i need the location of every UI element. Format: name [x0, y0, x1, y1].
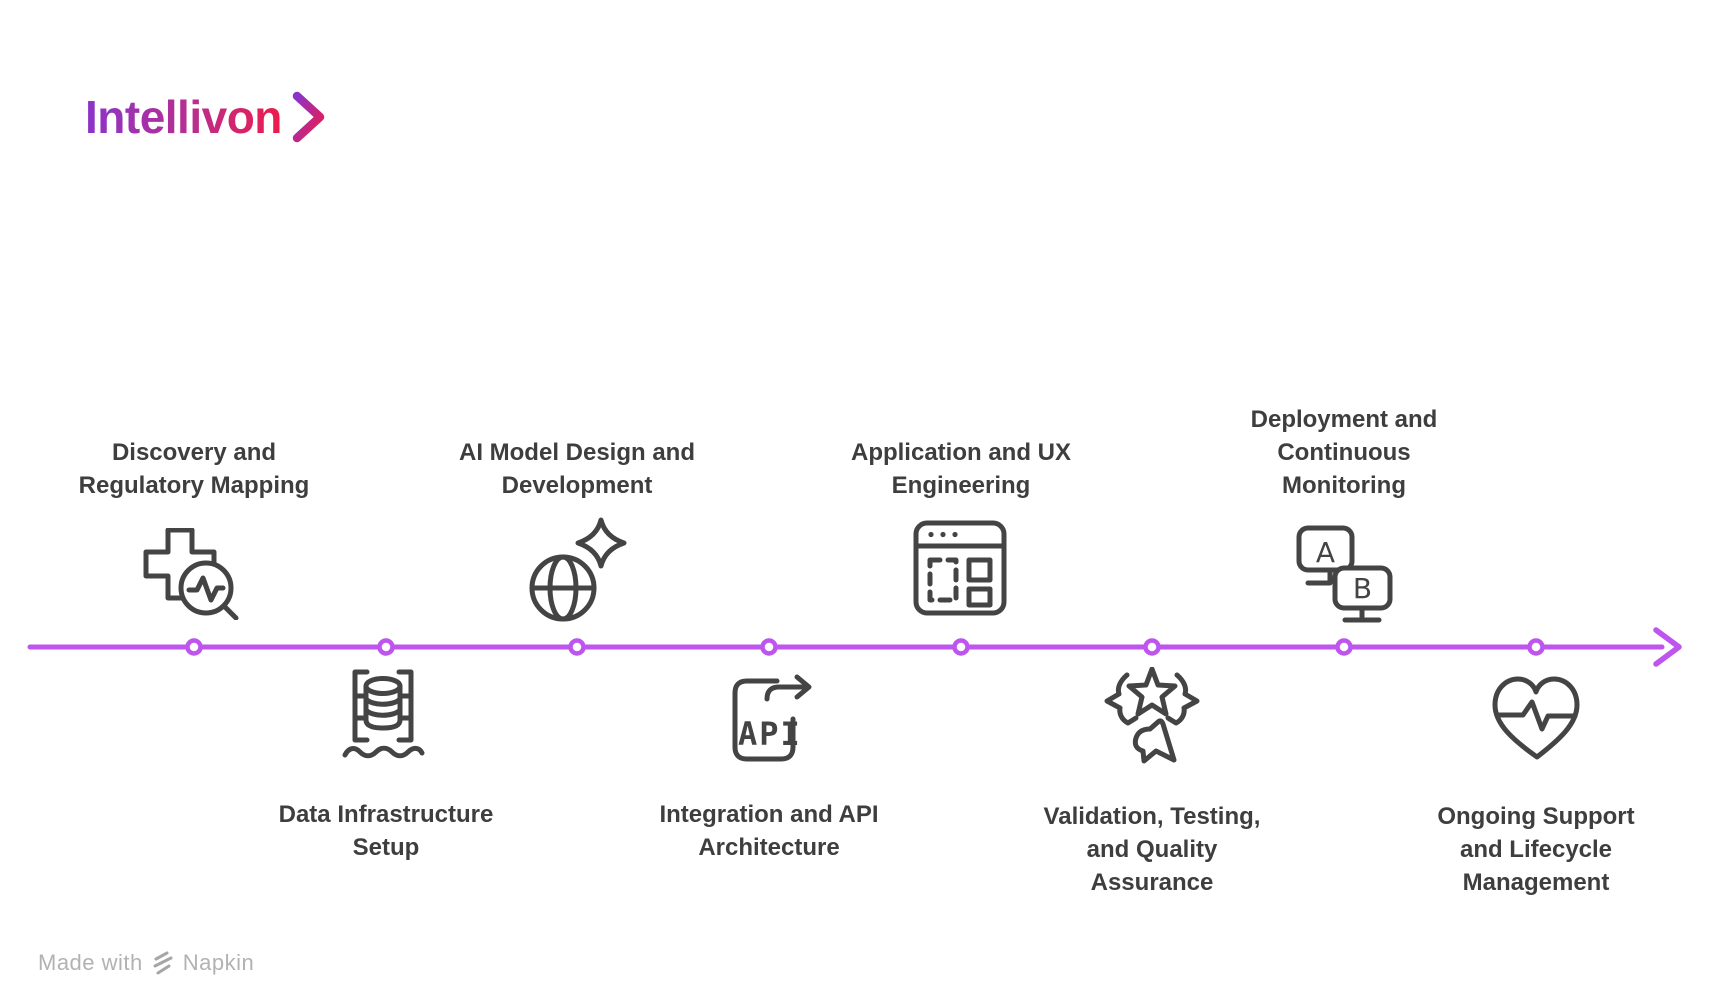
milestone-label-validation: Validation, Testing, and Quality Assuran…: [1043, 803, 1261, 896]
milestone-label-discovery: Discovery and Regulatory Mapping: [78, 439, 310, 499]
timeline-node: [568, 638, 586, 656]
made-with-napkin-footer: Made with Napkin: [38, 950, 254, 976]
footer-brand-text: Napkin: [182, 950, 255, 975]
napkin-logo-icon: [153, 951, 173, 975]
brand-logo: Intellivon: [85, 90, 326, 144]
milestone-label-application: Application and UX Engineering: [850, 439, 1071, 499]
milestone-label-ongoing-support: Ongoing Support and Lifecycle Management: [1437, 803, 1635, 896]
browser-window-icon: [913, 520, 1007, 616]
heart-pulse-icon: [1492, 676, 1580, 760]
footer-made-with-text: Made with: [38, 950, 143, 975]
medical-cross-search-icon: [143, 528, 239, 620]
milestone-label-deployment: Deployment and Continuous Monitoring: [1250, 406, 1438, 499]
ab-icon-letter-b: B: [1353, 572, 1372, 605]
timeline-node: [377, 638, 395, 656]
globe-sparkle-icon: [529, 517, 627, 622]
stars-feedback-icon: [1104, 667, 1200, 764]
milestone-label-data-infrastructure: Data Infrastructure Setup: [278, 801, 494, 861]
database-infrastructure-icon: [342, 669, 425, 759]
chevron-right-icon: [292, 91, 325, 143]
timeline-node: [1527, 638, 1545, 656]
api-icon-label: API: [738, 715, 802, 753]
timeline-node: [760, 638, 778, 656]
timeline: [27, 627, 1682, 667]
timeline-arrowhead-icon: [1653, 627, 1682, 667]
timeline-node: [1335, 638, 1353, 656]
timeline-node: [1143, 638, 1161, 656]
milestone-label-integration: Integration and API Architecture: [659, 801, 879, 861]
milestone-label-ai-model: AI Model Design and Development: [458, 439, 695, 499]
ab-testing-monitors-icon: A B: [1296, 525, 1393, 623]
timeline-node: [952, 638, 970, 656]
timeline-node: [185, 638, 203, 656]
brand-logo-text: Intellivon: [85, 91, 282, 143]
ab-icon-letter-a: A: [1316, 536, 1335, 569]
api-document-icon: API: [732, 674, 812, 762]
